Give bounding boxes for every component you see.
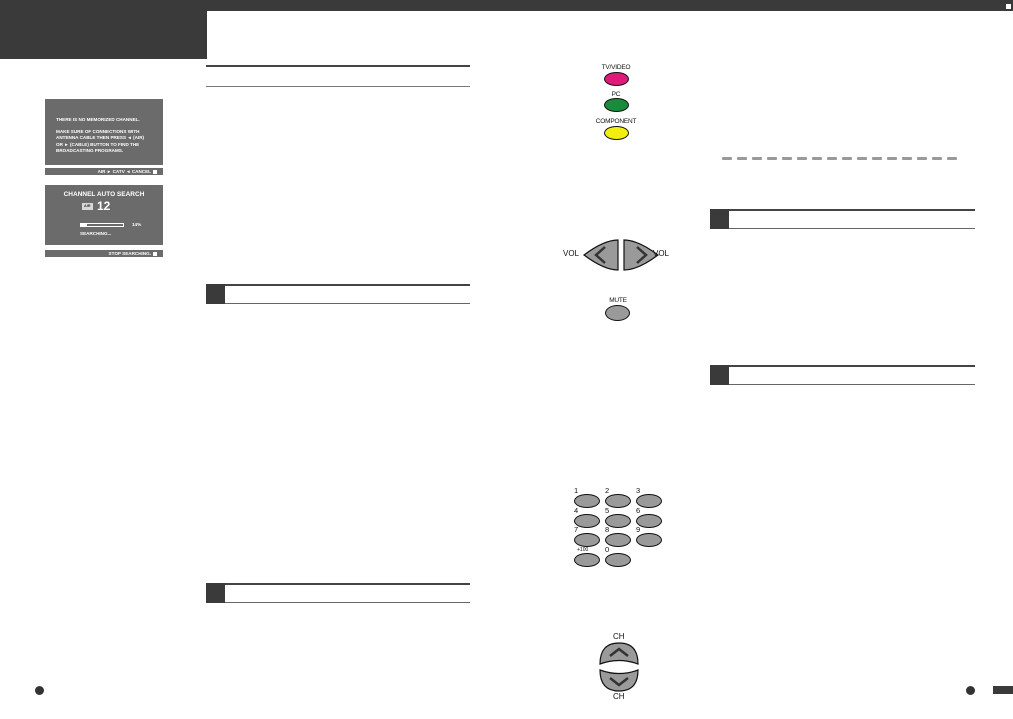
volume-up-button[interactable] [623, 239, 660, 271]
mute-button[interactable] [605, 305, 630, 321]
digit-6-label: 6 [636, 506, 641, 515]
header-bar-end-mark [1006, 4, 1011, 9]
stop-square-icon [153, 251, 157, 256]
digit-9-button[interactable] [636, 533, 662, 547]
digit-3-label: 3 [636, 486, 641, 495]
digit-6-button[interactable] [636, 514, 662, 528]
volume-down-button[interactable] [582, 239, 619, 271]
section-bar [710, 209, 975, 229]
pc-button[interactable] [604, 98, 629, 112]
osd-auto-search-strip: STOP SEARCHING. [45, 250, 163, 257]
dashed-divider [722, 157, 957, 160]
section-marker [710, 365, 729, 385]
ch-top-label: CH [613, 632, 625, 641]
digit-2-button[interactable] [605, 494, 631, 508]
heading-rule-bottom [206, 86, 470, 87]
digit-5-button[interactable] [605, 514, 631, 528]
osd-auto-search-screen: CHANNEL AUTO SEARCH AIR 12 14% SEARCHING… [45, 185, 163, 245]
osd-auto-search-strip-text: STOP SEARCHING. [108, 251, 151, 256]
vol-left-label: VOL [563, 249, 580, 258]
digit-0-button[interactable] [605, 553, 631, 567]
osd-no-channel-line2: MAKE SURE OF CONNECTIONS WITH ANTENNA CA… [56, 129, 145, 153]
digit-9-label: 9 [636, 525, 641, 534]
component-button[interactable] [604, 126, 629, 140]
mute-label: MUTE [609, 297, 627, 304]
osd-air-badge: AIR [82, 203, 93, 210]
digit-8-label: 8 [605, 525, 610, 534]
osd-no-channel-strip: AIR ► CATV ◄ CANCEL [45, 168, 163, 175]
section-marker [206, 583, 225, 603]
corner-block [0, 0, 207, 59]
osd-progress-percent: 14% [132, 222, 142, 227]
channel-buttons [599, 642, 639, 692]
section-bar [206, 583, 470, 603]
digit-2-label: 2 [605, 486, 610, 495]
page-bullet-left [35, 686, 44, 695]
digit-1-label: 1 [574, 486, 579, 495]
stop-square-icon [153, 169, 157, 174]
osd-channel-number: 12 [97, 199, 111, 213]
header-bar [207, 0, 1013, 11]
page-tab [993, 686, 1013, 694]
digit-plus100-button[interactable] [574, 553, 600, 567]
osd-no-channel-line1: THERE IS NO MEMORIZED CHANNEL. [56, 117, 140, 122]
volume-buttons [582, 239, 660, 271]
ch-bottom-label: CH [613, 692, 625, 701]
digit-7-label: 7 [574, 525, 579, 534]
osd-no-channel-screen: THERE IS NO MEMORIZED CHANNEL. MAKE SURE… [45, 99, 163, 165]
pc-label: PC [611, 91, 621, 98]
tv-video-button[interactable] [604, 72, 629, 86]
digit-4-label: 4 [574, 506, 579, 515]
tv-video-label: TV/VIDEO [601, 64, 631, 71]
digit-7-button[interactable] [574, 533, 600, 547]
section-bar [710, 365, 975, 385]
component-label: COMPONENT [595, 118, 637, 125]
digit-1-button[interactable] [574, 494, 600, 508]
osd-auto-search-title: CHANNEL AUTO SEARCH [63, 191, 145, 198]
section-marker [710, 209, 729, 229]
channel-up-button[interactable] [599, 642, 639, 665]
osd-searching-label: SEARCHING... [80, 231, 112, 236]
digit-3-button[interactable] [636, 494, 662, 508]
osd-no-channel-strip-text: AIR ► CATV ◄ CANCEL [97, 169, 151, 174]
page-bullet-right [966, 686, 975, 695]
heading-rule-top [206, 65, 470, 67]
section-bar [206, 284, 470, 304]
digit-4-button[interactable] [574, 514, 600, 528]
osd-progress-fill [81, 224, 87, 226]
section-marker [206, 284, 225, 304]
channel-down-button[interactable] [599, 669, 639, 692]
digit-8-button[interactable] [605, 533, 631, 547]
digit-0-label: 0 [605, 545, 610, 554]
digit-plus100-label: +100 [577, 547, 589, 553]
osd-progress-bar [80, 223, 124, 227]
vol-right-label: VOL [653, 249, 670, 258]
digit-5-label: 5 [605, 506, 610, 515]
